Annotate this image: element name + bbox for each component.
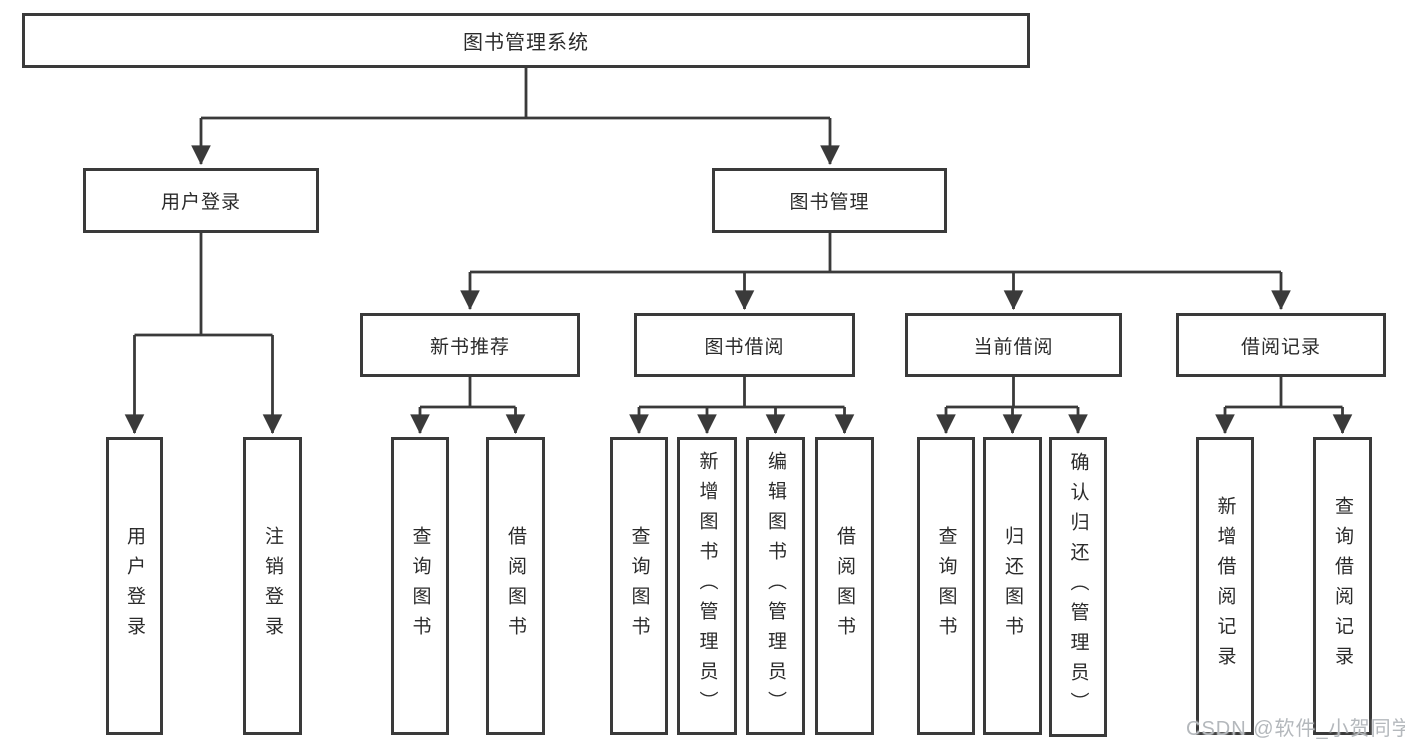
node-label: 用户登录 (124, 526, 145, 646)
node-label: 编辑图书（管理员） (765, 451, 786, 721)
node-label: 查询图书 (409, 526, 431, 646)
node-book-management: 图书管理 (712, 168, 947, 233)
leaf-query-borrow-record: 查询借阅记录 (1313, 437, 1372, 735)
node-label: 当前借阅 (973, 336, 1054, 358)
leaf-return-books: 归还图书 (983, 437, 1042, 735)
node-label: 新增借阅记录 (1214, 496, 1236, 676)
leaf-borrow-books-borrowing: 借阅图书 (815, 437, 874, 735)
node-label: 查询借阅记录 (1332, 496, 1353, 676)
node-label: 借阅图书 (834, 526, 855, 646)
node-borrowing-records: 借阅记录 (1176, 313, 1386, 377)
node-label: 借阅图书 (505, 526, 526, 646)
node-label: 新增图书（管理员） (696, 451, 718, 721)
watermark: CSDN @软件_小贺同学 (1186, 718, 1405, 740)
node-label: 归还图书 (1002, 526, 1023, 646)
node-user-login: 用户登录 (83, 168, 319, 233)
leaf-query-books-current: 查询图书 (917, 437, 975, 735)
leaf-logout: 注销登录 (243, 437, 302, 735)
node-new-book-recommend: 新书推荐 (360, 313, 580, 377)
leaf-add-books-admin: 新增图书（管理员） (677, 437, 737, 735)
leaf-query-books-borrowing: 查询图书 (610, 437, 668, 735)
node-label: 查询图书 (935, 526, 957, 646)
node-current-borrowing: 当前借阅 (905, 313, 1122, 377)
node-label: 图书管理系统 (463, 32, 589, 54)
leaf-add-borrow-record: 新增借阅记录 (1196, 437, 1254, 735)
node-root: 图书管理系统 (22, 13, 1030, 68)
node-label: 借阅记录 (1240, 336, 1321, 358)
node-book-borrowing: 图书借阅 (634, 313, 855, 377)
connector-path (134, 68, 1343, 409)
node-label: 查询图书 (628, 526, 650, 646)
node-label: 用户登录 (160, 192, 241, 213)
leaf-edit-books-admin: 编辑图书（管理员） (746, 437, 805, 735)
leaf-query-books-recommend: 查询图书 (391, 437, 449, 735)
leaf-borrow-books-recommend: 借阅图书 (486, 437, 545, 735)
leaf-user-login: 用户登录 (106, 437, 163, 735)
leaf-confirm-return-admin: 确认归还（管理员） (1049, 437, 1107, 737)
node-label: 确认归还（管理员） (1067, 452, 1089, 722)
node-label: 图书管理 (789, 192, 870, 213)
node-label: 图书借阅 (704, 336, 785, 358)
node-label: 新书推荐 (429, 336, 510, 358)
node-label: 注销登录 (262, 526, 283, 646)
